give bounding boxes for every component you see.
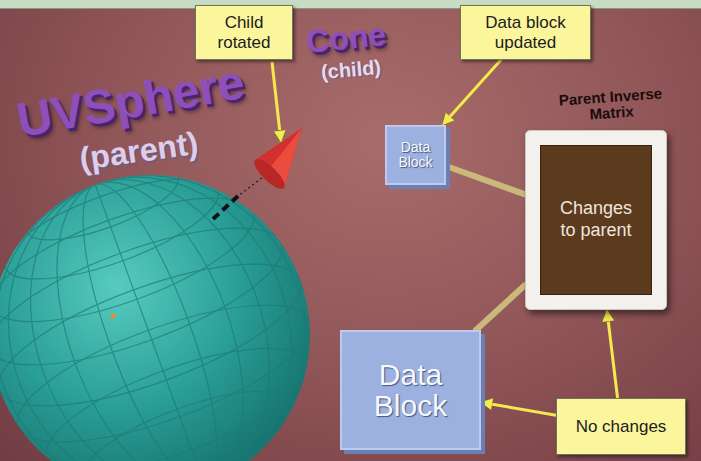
sphere-grid [0,127,355,461]
callout-arrow [607,310,618,398]
callout-arrow [442,60,500,125]
relation-dashed [212,196,238,220]
parallel [0,158,229,299]
meridian [0,132,350,461]
parallel [3,277,326,461]
meridian [0,146,311,461]
meridian [57,171,244,461]
callout-box: Child rotated [195,5,293,60]
object-name: UVSphere [14,58,248,145]
card-text: Changes to parent [551,198,641,241]
block-label: Data Block [346,359,475,422]
matrix-panel: Changes to parent [540,145,652,295]
callout-text: Child rotated [204,13,284,52]
parallel [71,371,307,461]
object-name: (child) [320,57,382,82]
top-strip [0,0,701,8]
link-rod [476,285,525,330]
cone-base [250,155,288,193]
data-block: Data Block [385,125,446,185]
callout-box: No changes [556,398,686,455]
card-heading: Parent Inverse Matrix [550,85,672,125]
matrix-card: Parent Inverse MatrixChanges to parent [525,130,667,310]
callout-text: Data block updated [469,13,582,52]
strip-edge [0,8,701,9]
data-block: Data Block [340,330,481,450]
parallel [0,173,268,347]
callout-box: Data block updated [460,5,591,60]
meridian [20,157,280,461]
parallel [0,235,317,435]
callout-text: No changes [576,417,667,437]
block-label: Data Block [391,140,440,169]
object-name: Cone [305,18,388,58]
object-name: (parent) [78,127,200,175]
callout-arrow [481,402,556,415]
meridian [0,137,335,461]
parallel [0,200,297,392]
callout-leader [272,62,281,142]
relation-dotted [238,178,262,196]
link-rod [446,166,525,194]
origin-dot [111,314,116,319]
